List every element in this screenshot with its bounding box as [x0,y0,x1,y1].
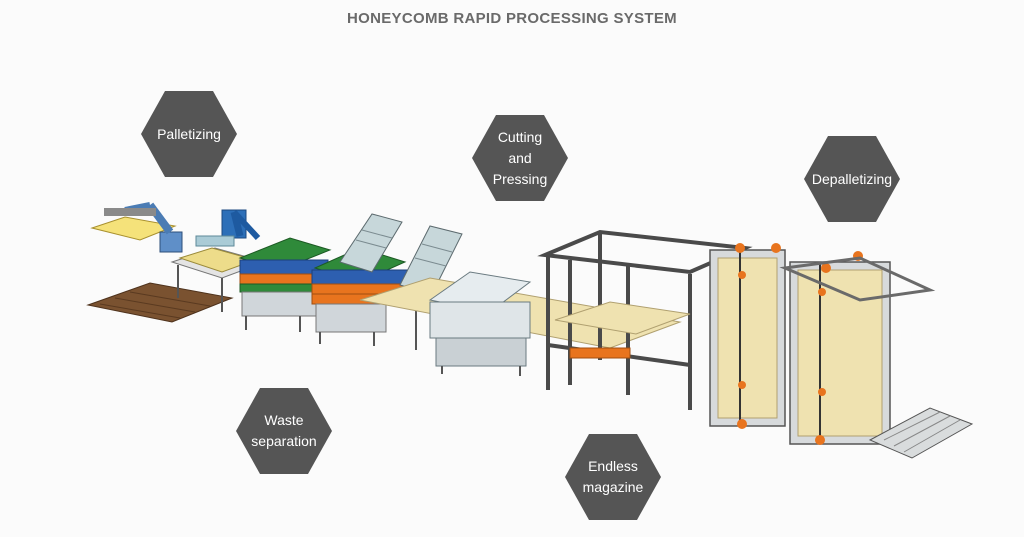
stage-waste-separation-label: Waste separation [251,412,317,449]
robot-arm-1 [104,202,183,253]
roller-conveyor-out [868,407,974,459]
incline-conveyor-1 [339,213,403,273]
robot-arm-2 [195,209,261,247]
page-title: HONEYCOMB RAPID PROCESSING SYSTEM [347,10,677,27]
depalletizing-top-rail [779,256,936,302]
stage-cutting-pressing-label: Cutting and Pressing [492,128,548,187]
wooden-pallet [86,282,234,323]
stage-endless-magazine: Endless magazine [565,434,661,520]
honeycomb-sheet [90,216,177,241]
depalletizing-tower-2 [789,251,891,445]
stage-waste-separation: Waste separation [236,388,332,474]
cutting-press-machine [428,271,532,376]
stage-palletizing-label: Palletizing [157,125,221,142]
stage-depalletizing-label: Depalletizing [811,170,893,187]
stage-endless-magazine-label: Endless magazine [582,458,644,495]
depalletizing-tower-1 [709,243,786,429]
